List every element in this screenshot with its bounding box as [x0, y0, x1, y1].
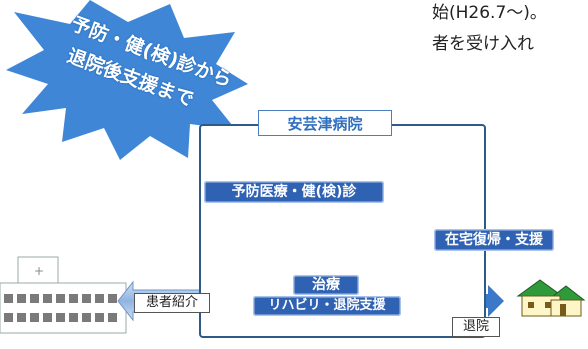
treatment-label: 治療 — [293, 275, 359, 295]
intro-line-2: 者を受け入れ — [432, 34, 534, 54]
home-icon — [516, 279, 586, 317]
home-return-label: 在宅復帰・支援 — [434, 229, 554, 251]
hospital-title: 安芸津病院 — [258, 110, 392, 136]
prevention-label: 予防医療・健(検)診 — [204, 181, 384, 203]
intro-line-1: 始(H26.7～)。 — [432, 3, 547, 23]
referral-label: 患者紹介 — [134, 293, 210, 313]
rehab-label: リハビリ・退院支援 — [253, 296, 401, 316]
svg-text:+: + — [34, 264, 44, 278]
starburst-shape — [6, 0, 248, 160]
discharge-label: 退院 — [452, 317, 500, 337]
referring-hospital-icon: + — [0, 256, 127, 334]
